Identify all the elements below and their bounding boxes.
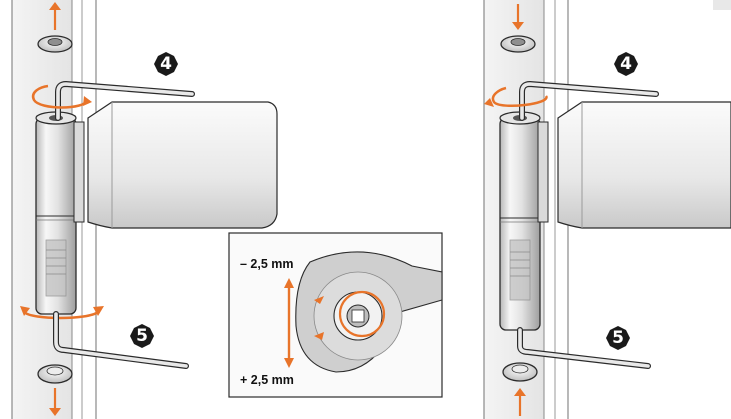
rotate-arrow-top-left-icon: [31, 84, 90, 109]
bottom-cap-left: [37, 364, 73, 416]
step-number-4-right: 4: [620, 54, 632, 74]
hex-key-bottom-right: [517, 327, 651, 369]
allen-key-icon: [56, 82, 194, 120]
rotate-arrow-top-right-icon: [491, 86, 548, 108]
step-badge-top-left: 4: [154, 52, 178, 76]
octagon-badge-icon: [606, 326, 630, 350]
hinge-barrel-right: [499, 111, 549, 331]
rotate-arrow-bottom-left-icon: [23, 310, 99, 320]
step-number-5-right: 5: [612, 328, 624, 348]
left-panel: 4 5: [11, 0, 278, 419]
step-badge-bottom-right: 5: [606, 326, 630, 350]
octagon-badge-icon: [154, 52, 178, 76]
top-cap-right: [500, 4, 536, 53]
hex-key-top-left: [55, 80, 195, 121]
top-cap-left: [37, 2, 73, 53]
eccentric-ring-icon: [338, 290, 386, 338]
octagon-badge-icon: [130, 324, 154, 348]
hinge-barrel-left: [35, 111, 85, 315]
inset-label-plus: + 2,5 mm: [240, 373, 294, 387]
door-leaf-left: [87, 101, 278, 229]
step-badge-top-right: 4: [614, 52, 638, 76]
octagon-badge-icon: [614, 52, 638, 76]
step-number-5-left: 5: [136, 326, 148, 346]
hex-key-top-right: [519, 80, 659, 121]
bottom-cap-right: [502, 362, 538, 416]
allen-key-icon: [520, 82, 658, 120]
step-number-4-left: 4: [160, 54, 172, 74]
right-panel: 4 5: [483, 0, 731, 419]
step-badge-bottom-left: 5: [130, 324, 154, 348]
hex-key-bottom-left: [53, 311, 189, 369]
inset-detail: – 2,5 mm + 2,5 mm: [228, 232, 443, 398]
inset-label-minus: – 2,5 mm: [240, 257, 294, 271]
door-leaf-right: [557, 101, 731, 229]
